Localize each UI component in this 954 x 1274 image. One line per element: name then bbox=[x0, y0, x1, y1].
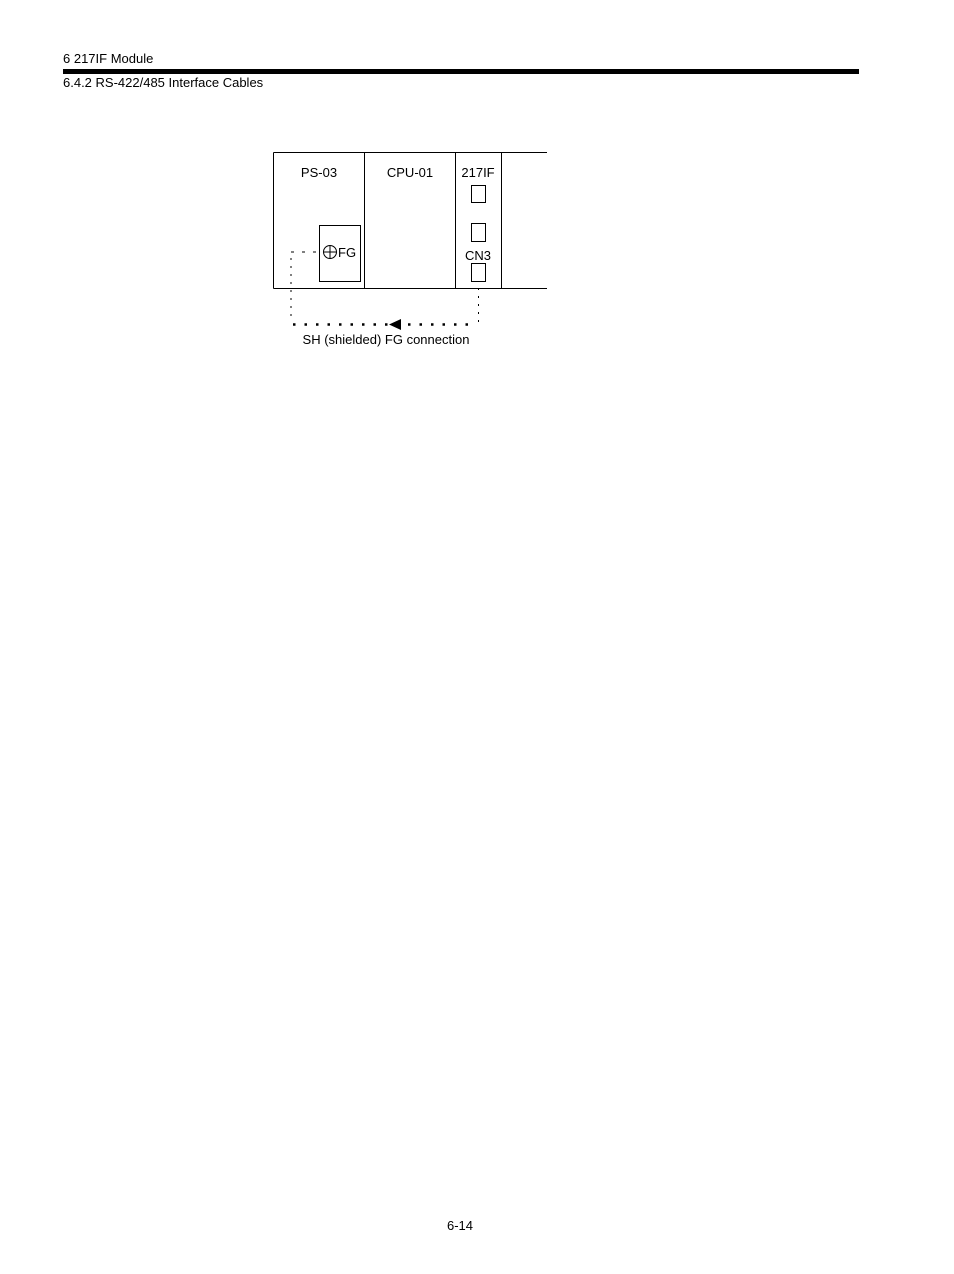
fg-ground-icon bbox=[323, 245, 337, 259]
section-header: 6.4.2 RS-422/485 Interface Cables bbox=[63, 75, 264, 90]
if-port-2 bbox=[471, 223, 486, 242]
fg-terminal-label: FG bbox=[338, 245, 356, 260]
flow-arrow-icon bbox=[389, 319, 401, 330]
fg-connection-diagram: PS-03 CPU-01 217IF FG CN3 SH (shielded) … bbox=[273, 152, 547, 347]
cn3-port bbox=[471, 263, 486, 282]
rack-outline bbox=[273, 152, 547, 289]
cn3-connector-label: CN3 bbox=[465, 248, 491, 263]
diagram-caption: SH (shielded) FG connection bbox=[303, 332, 470, 347]
ps-module-label: PS-03 bbox=[301, 165, 337, 180]
page-number: 6-14 bbox=[446, 1218, 474, 1233]
header-rule bbox=[63, 69, 859, 74]
chapter-header: 6 217IF Module bbox=[63, 51, 154, 66]
fg-terminal-block bbox=[319, 225, 361, 282]
cpu-module-label: CPU-01 bbox=[387, 165, 433, 180]
if-port-1 bbox=[471, 185, 486, 203]
if-module-label: 217IF bbox=[461, 165, 494, 180]
